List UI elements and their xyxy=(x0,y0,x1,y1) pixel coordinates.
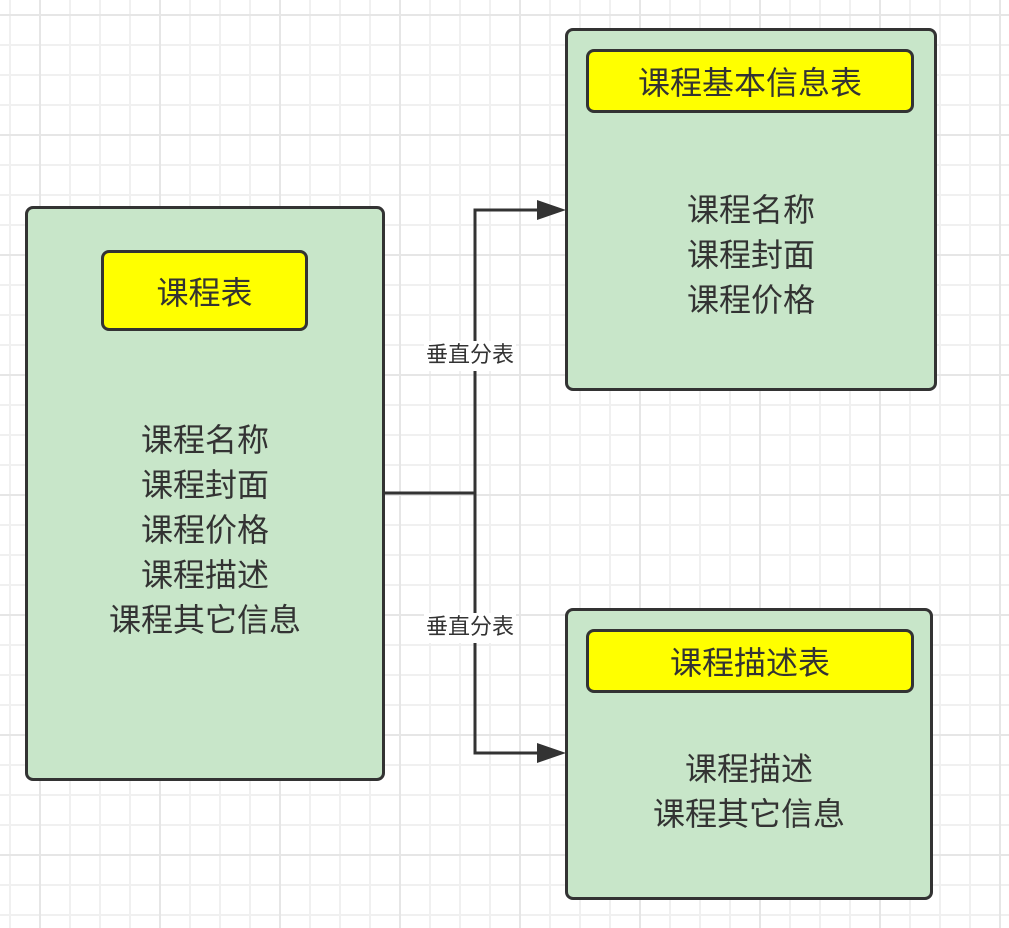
field: 课程价格 xyxy=(140,511,269,549)
description-table-node[interactable]: 课程描述表 课程描述 课程其它信息 xyxy=(565,608,933,900)
description-table-fields: 课程描述 课程其它信息 xyxy=(568,747,930,837)
arrowhead-to-description xyxy=(537,743,566,763)
edge-label-bottom: 垂直分表 xyxy=(424,613,517,643)
field: 课程封面 xyxy=(140,466,269,504)
field: 课程描述 xyxy=(684,750,813,788)
source-table-fields: 课程名称 课程封面 课程价格 课程描述 课程其它信息 xyxy=(28,418,382,643)
source-table-node[interactable]: 课程表 课程名称 课程封面 课程价格 课程描述 课程其它信息 xyxy=(25,206,385,781)
field: 课程名称 xyxy=(686,191,815,229)
field: 课程名称 xyxy=(140,421,269,459)
field: 课程封面 xyxy=(686,236,815,274)
edge-label-top: 垂直分表 xyxy=(424,341,517,371)
arrowhead-to-basic-info xyxy=(537,200,566,220)
source-table-title: 课程表 xyxy=(101,250,308,331)
connector-to-description xyxy=(473,493,540,755)
basic-info-table-title: 课程基本信息表 xyxy=(586,49,914,113)
field: 课程描述 xyxy=(140,556,269,594)
field: 课程价格 xyxy=(686,281,815,319)
basic-info-table-node[interactable]: 课程基本信息表 课程名称 课程封面 课程价格 xyxy=(565,28,937,391)
field: 课程其它信息 xyxy=(652,795,845,833)
connector-to-basic-info xyxy=(473,208,540,493)
basic-info-table-fields: 课程名称 课程封面 课程价格 xyxy=(568,188,934,323)
field: 课程其它信息 xyxy=(108,601,301,639)
description-table-title: 课程描述表 xyxy=(586,629,914,693)
